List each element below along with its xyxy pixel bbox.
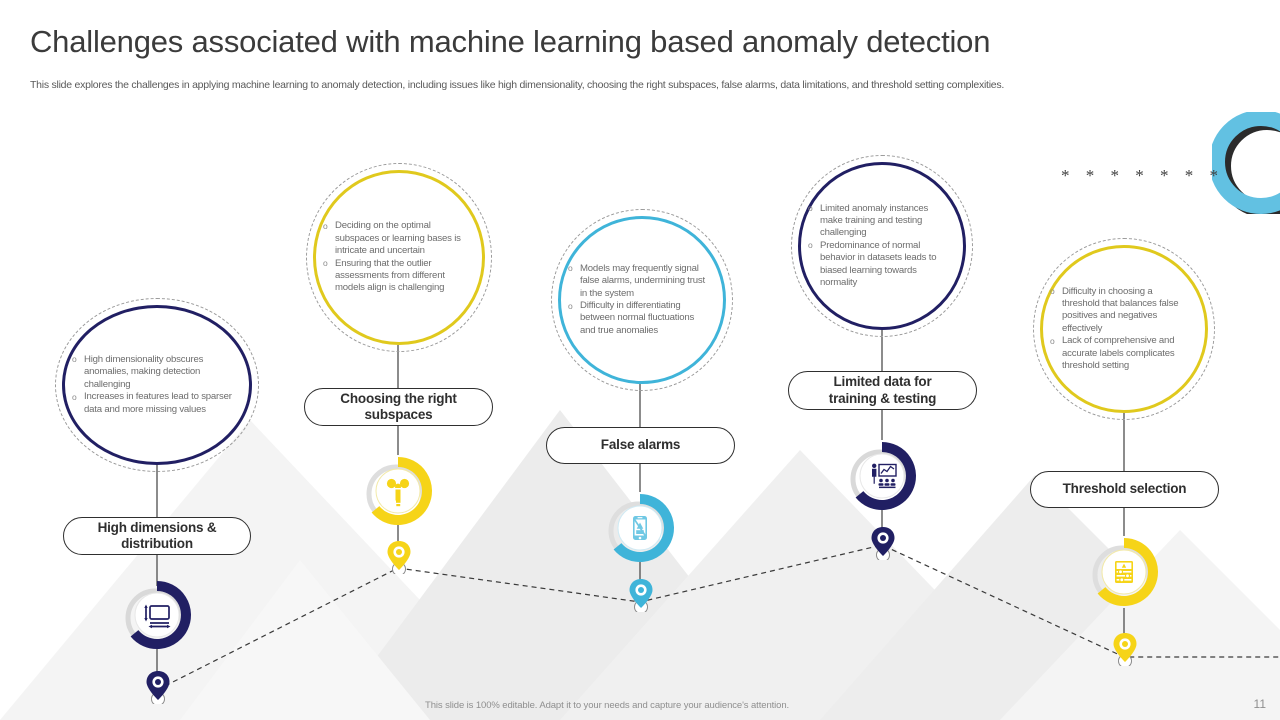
bullet-item: Increases in features lead to sparser da…	[72, 391, 236, 416]
bullet-item: Deciding on the optimal subspaces or lea…	[323, 220, 469, 257]
thumbs-choice-icon	[386, 478, 410, 507]
bubble-dashed-ring	[1033, 238, 1215, 420]
mountain-background	[0, 410, 1280, 720]
bubble-bullet-list: Limited anomaly instances make training …	[798, 202, 966, 290]
settings-sliders-icon	[1115, 561, 1133, 583]
bubble-dashed-ring	[791, 155, 973, 337]
bubble-bullet-list: Models may frequently signal false alarm…	[558, 262, 726, 337]
map-pin-high-dimensions[interactable]	[145, 670, 171, 709]
bubble-dashed-ring	[551, 209, 733, 391]
pill-threshold-selection[interactable]: Threshold selection	[1030, 471, 1219, 508]
pill-label: Choosing the right subspaces	[340, 390, 457, 423]
medallion-settings-sliders-icon[interactable]	[1088, 536, 1160, 608]
pill-choosing-subspaces[interactable]: Choosing the right subspaces	[304, 388, 493, 426]
medallion-thumbs-choice-icon[interactable]	[362, 455, 434, 527]
pill-label: Threshold selection	[1062, 481, 1187, 497]
dashed-trail	[156, 544, 1280, 691]
bubble-bullet-list: High dimensionality obscures anomalies, …	[62, 353, 252, 416]
bullet-item: Predominance of normal behavior in datas…	[808, 239, 950, 290]
decorative-asterisks: * * * * * * *	[1061, 166, 1224, 185]
page-subtitle: This slide explores the challenges in ap…	[30, 79, 1005, 91]
bullet-item: Difficulty in choosing a threshold that …	[1050, 285, 1192, 336]
bullet-item: High dimensionality obscures anomalies, …	[72, 353, 236, 391]
medallion-phone-alert-off-icon[interactable]	[604, 492, 676, 564]
map-pin-choosing-subspaces[interactable]	[386, 540, 412, 579]
page-title: Challenges associated with machine learn…	[30, 24, 991, 59]
pill-label: False alarms	[600, 437, 681, 453]
medallion-training-presentation-icon[interactable]	[846, 440, 918, 512]
page-number: 11	[1253, 697, 1266, 711]
bubble-high-dimensions[interactable]: High dimensionality obscures anomalies, …	[55, 298, 259, 472]
pill-limited-data[interactable]: Limited data for training & testing	[788, 371, 977, 410]
bullet-item: Models may frequently signal false alarm…	[568, 262, 710, 300]
bubble-false-alarms[interactable]: Models may frequently signal false alarm…	[551, 209, 733, 391]
bullet-item: Limited anomaly instances make training …	[808, 202, 950, 240]
pill-label: High dimensions & distribution	[97, 519, 217, 552]
bullet-item: Difficulty in differentiating between no…	[568, 299, 710, 337]
bubble-dashed-ring	[55, 298, 259, 472]
training-presentation-icon	[872, 463, 897, 489]
bubble-choosing-subspaces[interactable]: Deciding on the optimal subspaces or lea…	[306, 163, 492, 352]
map-pin-false-alarms[interactable]	[628, 578, 654, 617]
pill-high-dimensions[interactable]: High dimensions & distribution	[63, 517, 251, 555]
bubble-threshold-selection[interactable]: Difficulty in choosing a threshold that …	[1033, 238, 1215, 420]
bubble-limited-data[interactable]: Limited anomaly instances make training …	[791, 155, 973, 337]
map-pin-limited-data[interactable]	[870, 526, 896, 565]
bubble-bullet-list: Deciding on the optimal subspaces or lea…	[313, 220, 485, 294]
map-pin-threshold-selection[interactable]	[1112, 632, 1138, 671]
footer-note: This slide is 100% editable. Adapt it to…	[425, 700, 790, 711]
monitor-dimensions-icon	[144, 604, 171, 629]
bubble-bullet-list: Difficulty in choosing a threshold that …	[1040, 285, 1208, 373]
pill-label: Limited data for training & testing	[828, 374, 937, 406]
bullet-item: Ensuring that the outlier assessments fr…	[323, 257, 469, 295]
bubble-dashed-ring	[306, 163, 492, 352]
medallion-monitor-dimensions-icon[interactable]	[121, 579, 193, 651]
bullet-item: Lack of comprehensive and accurate label…	[1050, 335, 1192, 372]
phone-alert-off-icon	[633, 516, 647, 540]
decorative-ring	[1212, 112, 1280, 214]
pill-false-alarms[interactable]: False alarms	[546, 427, 735, 464]
